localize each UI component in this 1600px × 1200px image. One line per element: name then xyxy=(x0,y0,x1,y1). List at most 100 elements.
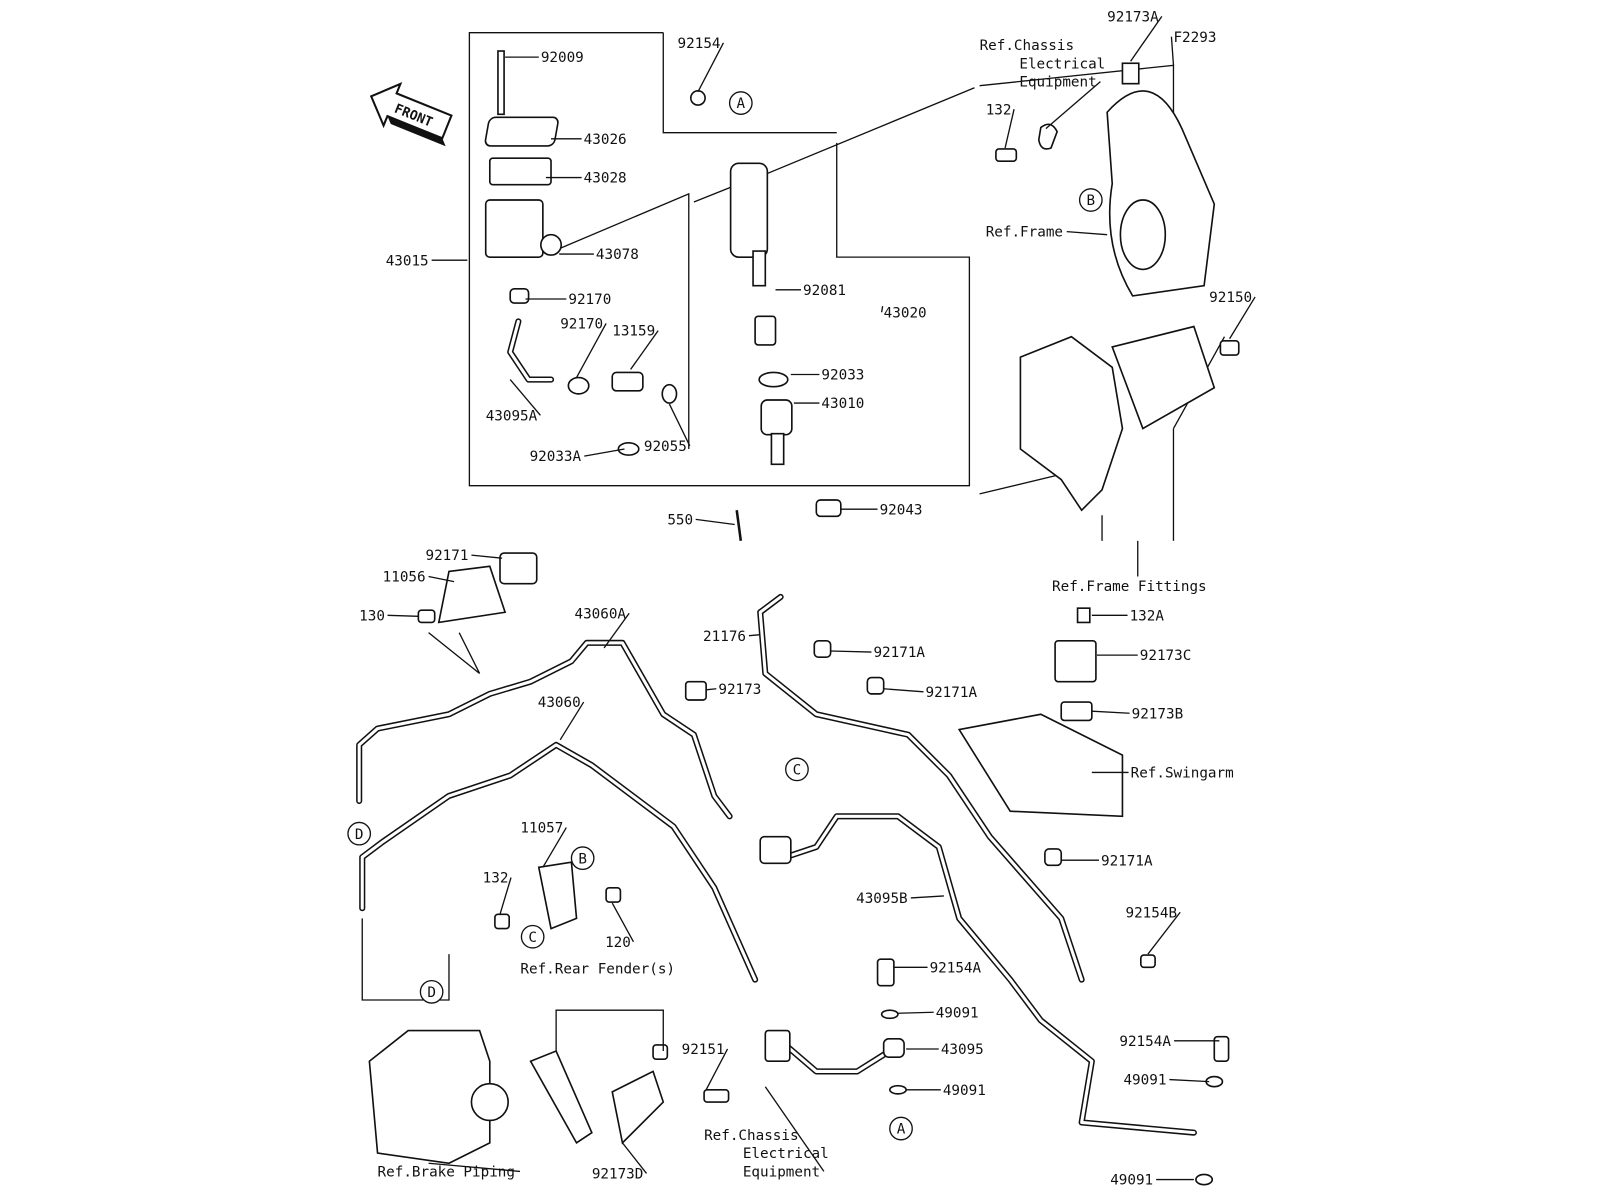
part-label: 92173A xyxy=(1107,9,1159,25)
part-label: Ref.Brake Piping xyxy=(378,1165,515,1181)
callout-letter: B xyxy=(578,851,587,867)
part-label: Ref.Chassis xyxy=(980,38,1074,54)
callout-b: B xyxy=(570,846,595,871)
part-label: 43026 xyxy=(584,132,627,148)
part-label: 92171 xyxy=(426,548,469,564)
part-label: Ref.Frame xyxy=(986,225,1063,241)
leader-line xyxy=(499,877,512,915)
callout-a: A xyxy=(728,91,753,115)
part-label: 21176 xyxy=(703,629,746,645)
callout-d: D xyxy=(419,979,444,1004)
part-label: 43010 xyxy=(821,396,864,412)
part-label: 92150 xyxy=(1209,290,1252,306)
part-label: 92033A xyxy=(530,449,582,465)
leader-line xyxy=(1169,1078,1210,1083)
part-label: 43095A xyxy=(486,408,538,424)
leader-line xyxy=(706,688,717,691)
leader-line xyxy=(695,518,735,526)
callout-letter: A xyxy=(737,96,746,112)
part-label: 92173 xyxy=(718,682,761,698)
callout-circle xyxy=(889,1116,913,1141)
part-label: 92154 xyxy=(678,36,721,52)
leader-line xyxy=(509,379,541,416)
part-label: 43060A xyxy=(574,606,626,622)
leader-line xyxy=(1091,710,1130,714)
part-label: 92033 xyxy=(821,368,864,384)
front-arrow-icon: FRONT xyxy=(369,82,453,147)
part-label: 92154A xyxy=(930,960,982,976)
callout-a: A xyxy=(889,1116,913,1141)
part-label: Ref.Swingarm xyxy=(1131,766,1234,782)
leader-line xyxy=(575,323,607,378)
part-label: 49091 xyxy=(936,1005,979,1021)
leader-line xyxy=(630,330,659,370)
part-label: 130 xyxy=(359,608,385,624)
leader-line xyxy=(830,650,872,653)
frame-parts xyxy=(995,62,1240,512)
callout-circle xyxy=(570,846,595,871)
part-label: 43015 xyxy=(386,253,429,269)
part-label: 92171A xyxy=(926,685,978,701)
part-label: 43028 xyxy=(584,171,627,187)
part-label: 92154B xyxy=(1126,905,1178,921)
part-label: 49091 xyxy=(1110,1173,1153,1189)
leader-line xyxy=(697,42,725,93)
leader-line xyxy=(428,575,455,583)
callout-c: C xyxy=(785,757,809,782)
callout-circle xyxy=(728,91,753,115)
callout-letter: D xyxy=(427,985,436,1001)
callout-b: B xyxy=(1078,188,1103,212)
callout-letter: D xyxy=(355,827,364,843)
callout-letter: B xyxy=(1087,193,1096,209)
part-label: 92151 xyxy=(682,1042,725,1058)
part-label: 120 xyxy=(605,935,631,951)
bracket-130-leaders xyxy=(428,632,481,674)
part-label: 92173D xyxy=(592,1167,644,1183)
leader-line xyxy=(705,1048,729,1091)
part-label: 92043 xyxy=(880,502,923,518)
callout-circle xyxy=(785,757,809,782)
callout-circle xyxy=(520,924,545,949)
part-label: 92170 xyxy=(568,292,611,308)
callout-letter: C xyxy=(793,762,802,778)
master-cylinder-parts xyxy=(484,50,842,541)
leader-line xyxy=(668,403,691,447)
part-labels: 9200992154430264302843078430159217092170… xyxy=(359,9,1256,1189)
part-label: 43095 xyxy=(941,1042,984,1058)
part-label: 11056 xyxy=(383,570,426,586)
leader-line xyxy=(1147,911,1181,955)
callout-letter: C xyxy=(528,930,537,946)
leader-line xyxy=(559,701,585,741)
leader-line xyxy=(542,827,567,868)
leader-line xyxy=(748,634,761,637)
part-label: 92154A xyxy=(1119,1034,1171,1050)
part-label: 92173B xyxy=(1132,706,1184,722)
leader-line xyxy=(764,1086,825,1172)
leader-line xyxy=(1229,296,1256,340)
part-label: 49091 xyxy=(943,1083,986,1099)
leader-line xyxy=(584,448,625,457)
leader-line xyxy=(1004,109,1015,149)
part-label: 92081 xyxy=(803,283,846,299)
part-label: 92171A xyxy=(1101,853,1153,869)
leader-line xyxy=(387,614,419,617)
leader-line xyxy=(471,554,503,559)
callout-d: D xyxy=(347,821,372,846)
part-label: Ref.Chassis xyxy=(704,1128,798,1144)
group-frame-2 xyxy=(662,32,837,134)
abs-leaders xyxy=(361,918,664,1052)
part-label: Ref.Rear Fender(s) xyxy=(520,961,675,977)
part-label: 550 xyxy=(667,512,693,528)
leader-line xyxy=(1130,15,1163,62)
lower-parts xyxy=(368,552,1230,1186)
leader-line xyxy=(880,306,884,313)
leader-line xyxy=(910,895,944,899)
leader-line xyxy=(611,902,635,943)
part-label: Ref.Frame Fittings xyxy=(1052,579,1207,595)
leader-line xyxy=(603,612,630,649)
part-label: Equipment xyxy=(743,1165,820,1181)
leader-line xyxy=(883,688,924,693)
part-label: 132 xyxy=(483,871,509,887)
part-label: 92173C xyxy=(1140,648,1192,664)
